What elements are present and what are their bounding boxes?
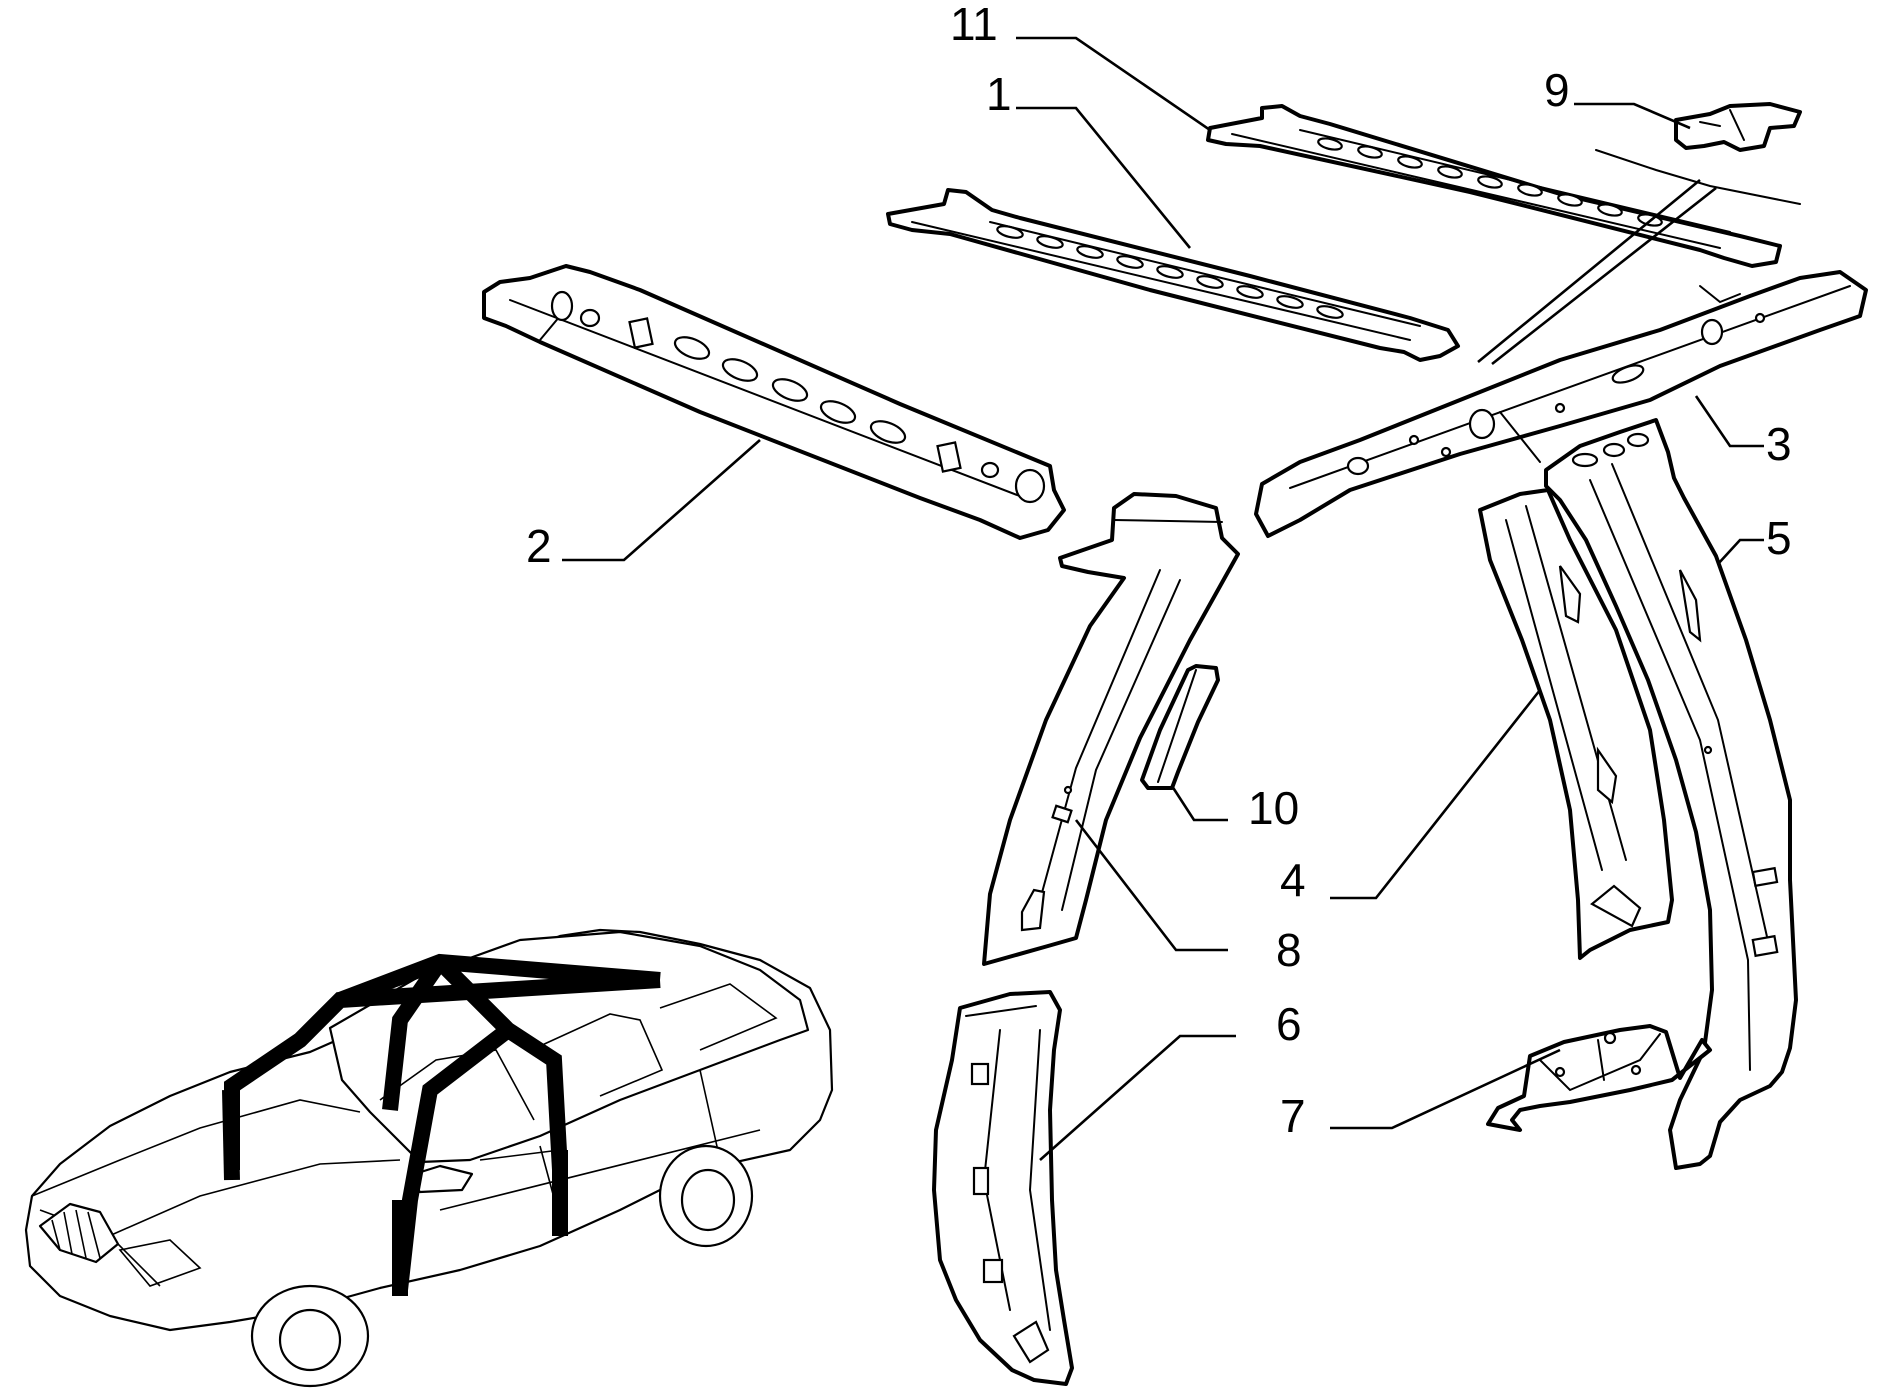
part-7-b-pillar-bracket (1486, 1024, 1712, 1132)
callout-2: 2 (526, 520, 552, 572)
callout-7: 7 (1280, 1090, 1306, 1142)
part-9-bracket (1595, 102, 1802, 205)
part-11-roof-crossmember-rear (1206, 104, 1782, 268)
leader-5 (1717, 538, 1764, 565)
callout-5: 5 (1766, 512, 1792, 564)
leader-lines (562, 36, 1764, 1161)
part-10-insert-panel (1140, 664, 1220, 790)
car-illustration (24, 928, 834, 1388)
leader-1 (1016, 106, 1192, 249)
callout-6: 6 (1276, 998, 1302, 1050)
callout-3: 3 (1766, 418, 1792, 470)
leader-9c (1491, 186, 1717, 366)
part-6-a-pillar-lower (932, 990, 1074, 1386)
part-2-roof-crossmember-front (482, 264, 1066, 540)
leader-8 (1074, 819, 1228, 952)
part-3-rear-side-member (1254, 270, 1868, 538)
part-5-b-pillar-outer (1544, 418, 1798, 1170)
callout-4: 4 (1280, 854, 1306, 906)
leader-7 (1330, 1048, 1561, 1130)
callout-10: 10 (1248, 782, 1299, 834)
leader-6 (1039, 1034, 1236, 1161)
leader-3 (1694, 395, 1764, 448)
leader-9b (1477, 178, 1701, 364)
leader-11 (1016, 36, 1211, 132)
leader-4 (1330, 689, 1542, 900)
part-4-b-pillar-inner (1478, 488, 1674, 960)
leader-9 (1574, 102, 1691, 130)
leader-2 (562, 439, 761, 562)
part-8-a-pillar (982, 492, 1240, 966)
leader-10 (1170, 785, 1228, 822)
callout-11: 11 (950, 0, 998, 50)
callout-labels: 11 1 9 2 3 5 10 4 8 6 7 (526, 0, 1792, 1142)
callout-9: 9 (1544, 64, 1570, 116)
callout-8: 8 (1276, 924, 1302, 976)
callout-1: 1 (986, 68, 1012, 120)
part-1-roof-crossmember-middle (886, 188, 1460, 362)
